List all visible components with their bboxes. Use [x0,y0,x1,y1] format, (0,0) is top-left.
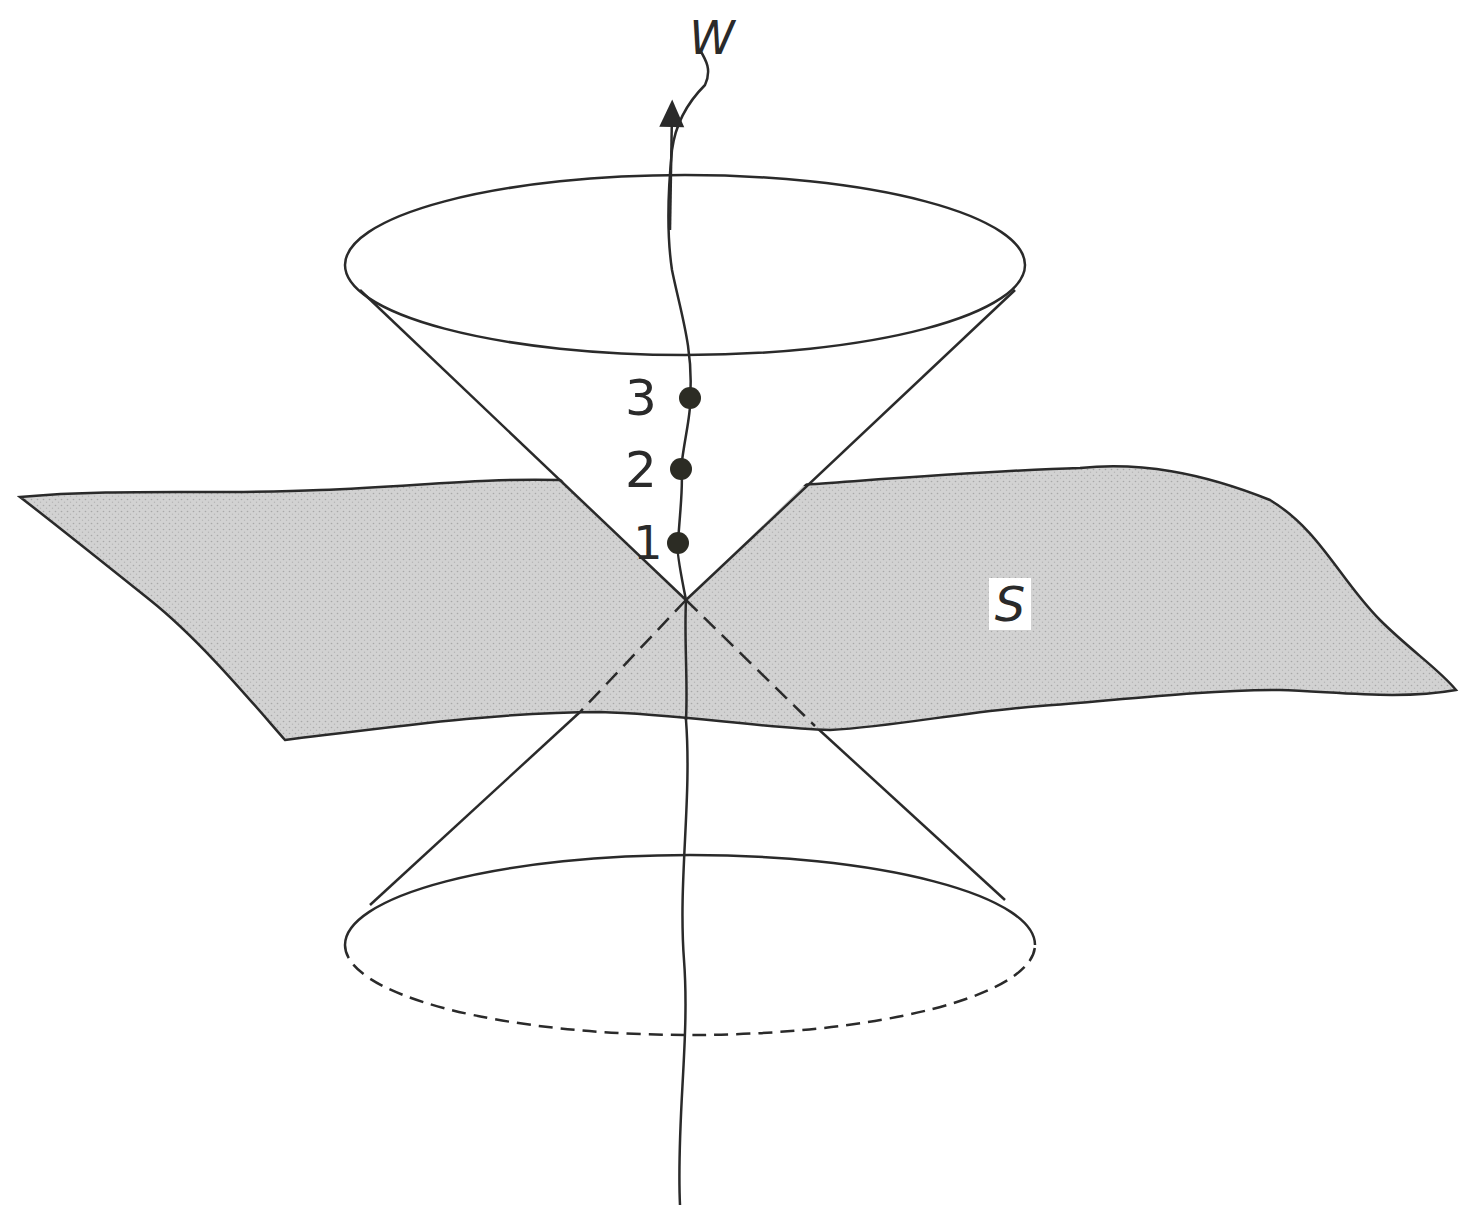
time-arrow [670,112,672,230]
event-dots [667,387,701,554]
worldline-label: W [689,15,734,61]
callout-number: 3 [625,373,657,423]
upper-cone [345,175,1025,600]
callout-number: 1 [633,520,662,566]
lower-cone [345,712,1035,1035]
surface-label: S [989,578,1031,630]
callout-number: 2 [625,445,657,495]
worldline-upper [668,50,708,600]
hidden-cone-lines [580,600,815,726]
